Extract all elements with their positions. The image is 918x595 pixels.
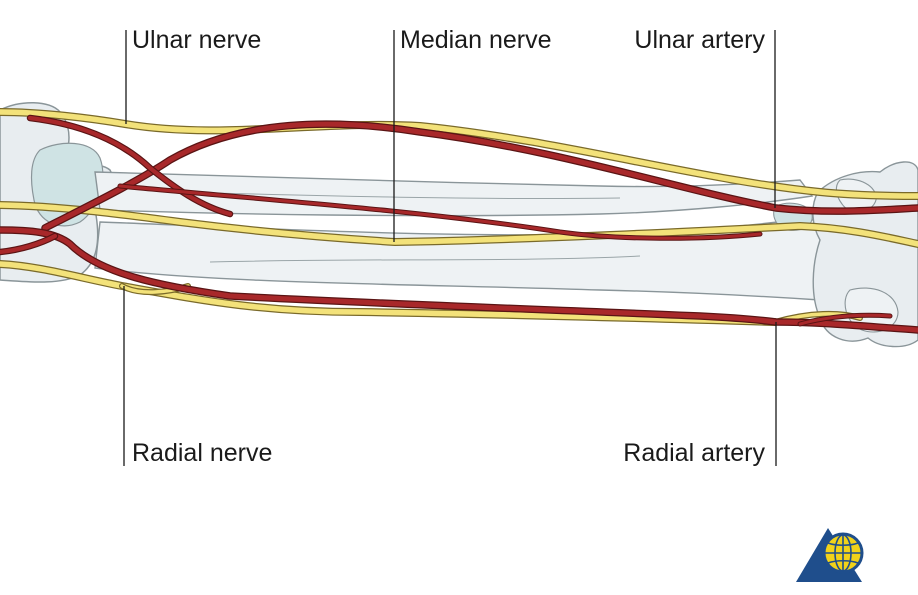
label-ulnar-nerve: Ulnar nerve	[132, 26, 262, 54]
leader-lines	[123, 30, 777, 466]
logo-globe-grid	[825, 534, 861, 572]
radius-inner-line	[209, 255, 641, 263]
publisher-logo	[796, 528, 864, 582]
label-radial-artery: Radial artery	[623, 439, 765, 467]
label-median-nerve: Median nerve	[400, 26, 552, 54]
label-radial-nerve: Radial nerve	[132, 439, 273, 467]
ulna-inner-line	[179, 191, 621, 200]
arteries	[0, 114, 918, 334]
label-ulnar-artery: Ulnar artery	[634, 26, 765, 54]
ulna-bone	[94, 171, 814, 217]
nerves	[0, 108, 918, 326]
